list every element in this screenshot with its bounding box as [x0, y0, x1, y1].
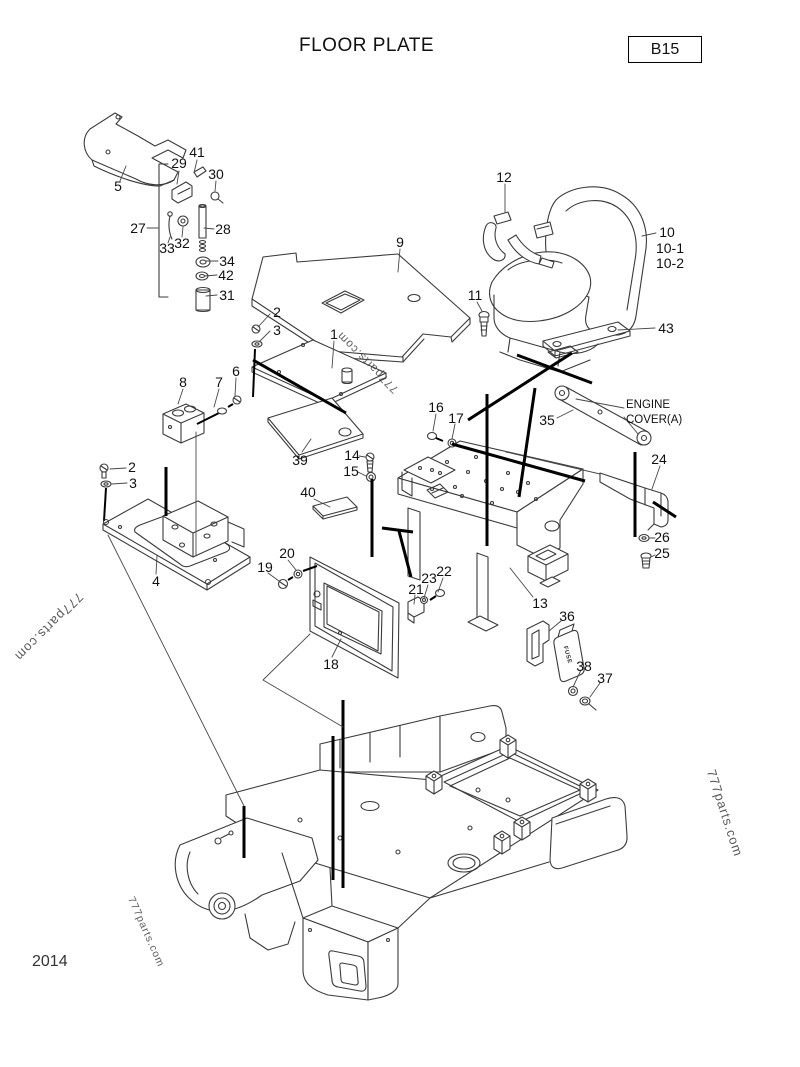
part-label-16: 16 — [428, 399, 444, 415]
part-label-40: 40 — [300, 484, 316, 500]
part-label-2: 2 — [273, 304, 281, 320]
part-label-24: 24 — [651, 451, 667, 467]
part-label-3: 3 — [129, 475, 137, 491]
part-label-32: 32 — [174, 235, 190, 251]
page-code-box: B15 — [628, 36, 702, 63]
part-label-34: 34 — [219, 253, 235, 269]
part-label-10-1: 10-1 — [655, 240, 685, 256]
part-label-13: 13 — [532, 595, 548, 611]
part-label-22: 22 — [436, 563, 452, 579]
floor-plate-9-drawing — [251, 252, 471, 363]
part-label-37: 37 — [597, 670, 613, 686]
part-label-29: 29 — [171, 155, 187, 171]
watermark-2: 777parts.com — [703, 767, 747, 859]
engine-cover-arm-drawing — [554, 385, 652, 446]
watermark-0: 777parts.com — [11, 589, 87, 665]
part-label-25: 25 — [654, 545, 670, 561]
engine-cover-line1: ENGINE — [626, 399, 671, 411]
watermark-1: 777parts.com — [334, 328, 402, 396]
part-label-8: 8 — [179, 374, 187, 390]
part-label-43: 43 — [658, 320, 674, 336]
part-label-4: 4 — [152, 573, 160, 589]
bold-alignment-lines — [164, 351, 677, 888]
page-title: FLOOR PLATE — [299, 35, 435, 56]
part-label-5: 5 — [114, 178, 122, 194]
part-label-27: 27 — [130, 220, 146, 236]
part-label-28: 28 — [215, 221, 231, 237]
part-label-9: 9 — [396, 234, 404, 250]
part-label-1: 1 — [330, 326, 338, 342]
platform-holes — [429, 454, 539, 506]
part-label-14: 14 — [344, 447, 360, 463]
fasteners-14-17-drawing — [365, 431, 457, 483]
watermark-3: 777parts.com — [125, 895, 167, 969]
part-label-19: 19 — [257, 559, 273, 575]
part-label-23: 23 — [421, 570, 437, 586]
part-label-10: 10 — [659, 224, 675, 240]
part-label-7: 7 — [215, 374, 223, 390]
part-label-6: 6 — [232, 363, 240, 379]
leader-lines — [107, 159, 661, 807]
part-label-31: 31 — [219, 287, 235, 303]
part-label-38: 38 — [576, 658, 592, 674]
engine-cover-annotation: ENGINE COVER(A) — [626, 398, 682, 428]
part-label-33: 33 — [159, 240, 175, 256]
part-label-41: 41 — [189, 144, 205, 160]
frame-drawing — [174, 705, 628, 1001]
part-label-3: 3 — [273, 322, 281, 338]
part-label-17: 17 — [448, 410, 464, 426]
block-8-drawing — [162, 395, 242, 444]
part-label-15: 15 — [343, 463, 359, 479]
part-5-drawing — [83, 112, 187, 187]
part-label-21: 21 — [408, 581, 424, 597]
hardware-column-drawing — [158, 163, 224, 313]
plate-39-drawing — [267, 397, 364, 520]
part-label-12: 12 — [496, 169, 512, 185]
engine-cover-line2: COVER(A) — [626, 414, 683, 426]
part-label-18: 18 — [323, 656, 339, 672]
part-label-26: 26 — [654, 529, 670, 545]
plate-1-drawing — [251, 324, 387, 407]
part-label-11: 11 — [467, 287, 483, 303]
part-label-42: 42 — [218, 267, 234, 283]
plate-4-drawing — [99, 463, 251, 591]
door-18-drawing — [277, 556, 446, 679]
seat-drawing — [478, 186, 647, 373]
frame-posts — [425, 734, 597, 855]
part-label-20: 20 — [279, 545, 295, 561]
catalog-year: 2014 — [32, 953, 68, 970]
part-label-2: 2 — [128, 459, 136, 475]
part-label-39: 39 — [292, 452, 308, 468]
part-label-10-2: 10-2 — [655, 255, 685, 271]
part-label-30: 30 — [208, 166, 224, 182]
part-label-35: 35 — [539, 412, 555, 428]
part-label-36: 36 — [559, 608, 575, 624]
platform-13-drawing — [397, 440, 601, 632]
page-code: B15 — [650, 40, 680, 58]
fuse-assembly-drawing — [526, 620, 597, 711]
